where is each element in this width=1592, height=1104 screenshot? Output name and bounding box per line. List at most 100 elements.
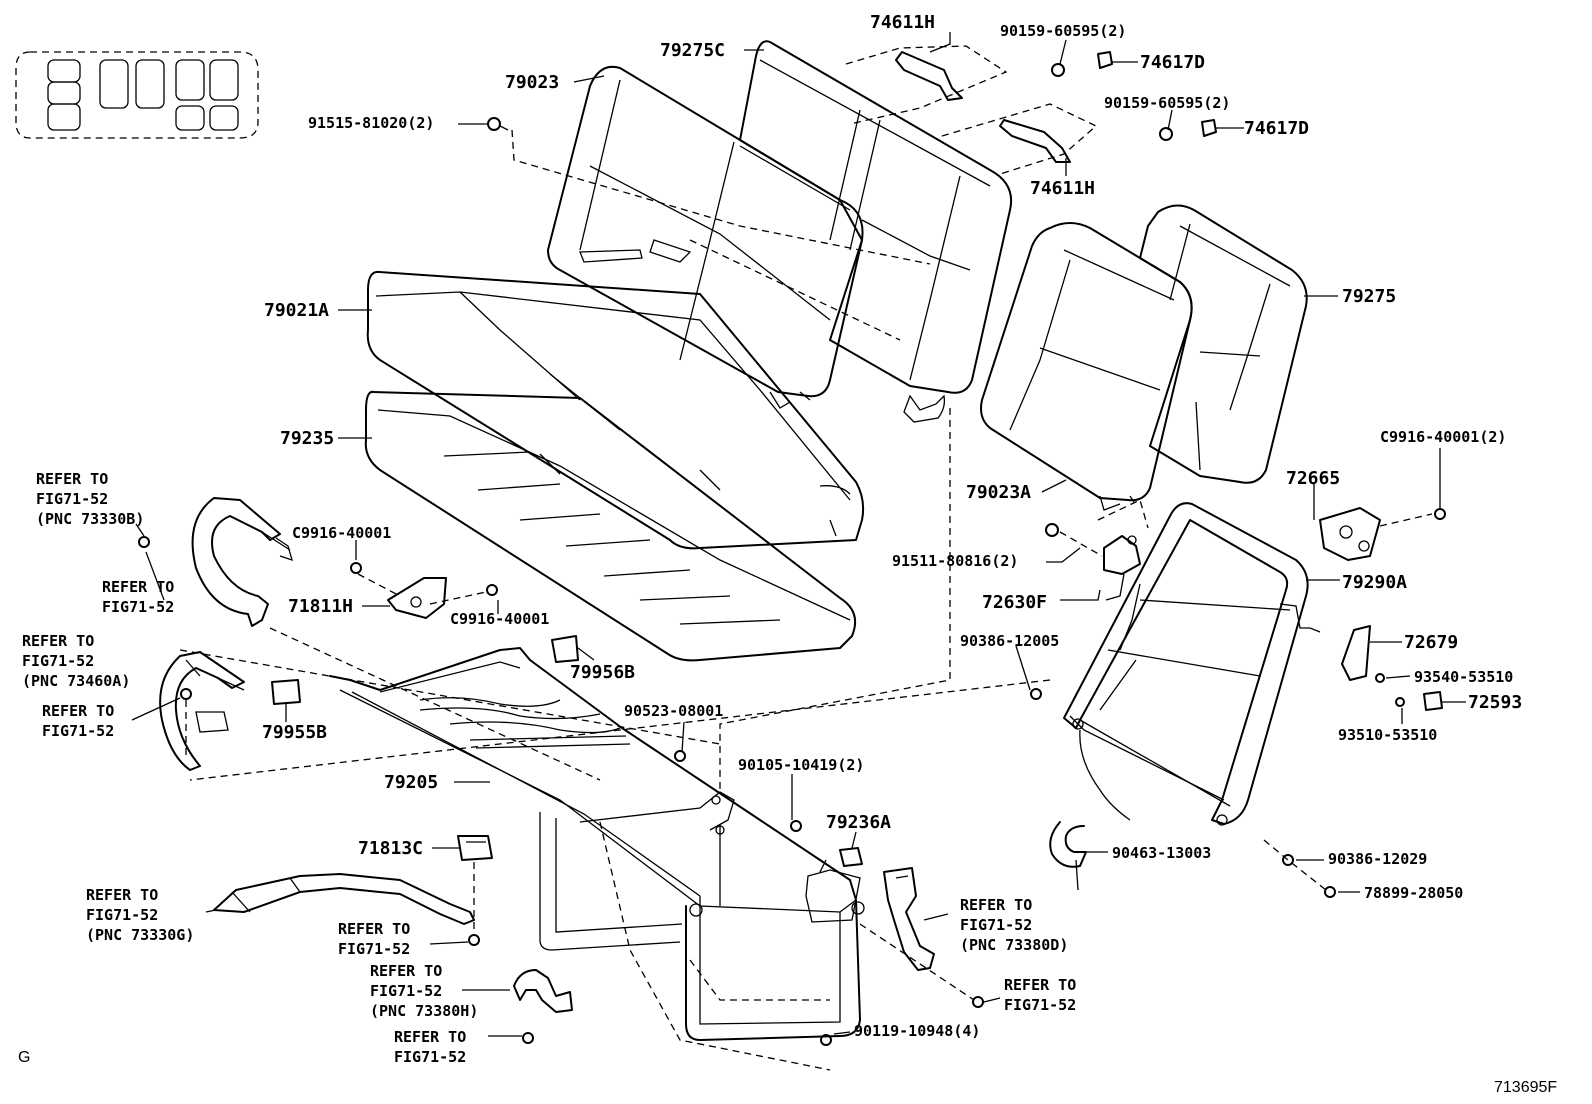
bolt-C9916-mid xyxy=(486,584,498,596)
nut-90523 xyxy=(674,750,686,762)
refer-9-line2: FIG71-52 xyxy=(960,916,1032,934)
label-90386-upper: 90386-12005 xyxy=(960,632,1059,650)
refer-1-line3: (PNC 73330B) xyxy=(36,510,144,528)
label-90523: 90523-08001 xyxy=(624,702,723,720)
label-79955B: 79955B xyxy=(262,722,327,743)
label-79023A: 79023A xyxy=(966,482,1031,503)
cover-79956B xyxy=(551,635,579,663)
label-74617D-upper: 74617D xyxy=(1140,52,1205,73)
bolt-91511 xyxy=(1045,523,1059,537)
seat-frame-79290A xyxy=(1063,502,1309,826)
clip-74617D-upper xyxy=(1097,51,1113,69)
label-C9916-mid: C9916-40001 xyxy=(450,610,549,628)
label-74611H-upper: 74611H xyxy=(870,12,935,33)
label-71813C: 71813C xyxy=(358,838,423,859)
refer-9-line1: REFER TO xyxy=(960,896,1032,914)
label-78899: 78899-28050 xyxy=(1364,884,1463,902)
label-90105: 90105-10419(2) xyxy=(738,756,864,774)
seat-belt-73460A xyxy=(159,651,245,771)
refer-5-line3: (PNC 73330G) xyxy=(86,926,194,944)
label-79956B: 79956B xyxy=(570,662,635,683)
guide-71811H xyxy=(387,577,447,619)
bolt-refer-4 xyxy=(522,1032,534,1044)
bolt-refer-5 xyxy=(972,996,984,1008)
seat-belt-73330G xyxy=(213,873,475,925)
label-72630F: 72630F xyxy=(982,592,1047,613)
label-79290A: 79290A xyxy=(1342,572,1407,593)
corner-mark-left: G xyxy=(18,1049,30,1066)
label-74611H-lower: 74611H xyxy=(1030,178,1095,199)
seat-belt-73330B xyxy=(191,497,293,627)
bolt-78899 xyxy=(1324,886,1336,898)
label-C9916-left: C9916-40001 xyxy=(292,524,391,542)
label-79235: 79235 xyxy=(280,428,334,449)
refer-4-line1: REFER TO xyxy=(42,702,114,720)
label-74617D-lower: 74617D xyxy=(1244,118,1309,139)
refer-8-line1: REFER TO xyxy=(394,1028,466,1046)
bolt-91515 xyxy=(487,117,509,131)
clip-74617D-lower xyxy=(1201,119,1217,137)
label-90386-lower: 90386-12029 xyxy=(1328,850,1427,868)
refer-7-line2: FIG71-52 xyxy=(370,982,442,1000)
refer-10-line1: REFER TO xyxy=(1004,976,1076,994)
refer-notes: REFER TO FIG71-52 (PNC 73330B) REFER TO … xyxy=(22,470,1076,1066)
bolt-90159-upper xyxy=(1051,63,1065,77)
cap-79236A xyxy=(839,847,863,867)
label-90159-upper: 90159-60595(2) xyxy=(1000,22,1126,40)
label-91515: 91515-81020(2) xyxy=(308,114,434,132)
bracket-74611H-upper xyxy=(895,51,963,101)
label-90159-lower: 90159-60595(2) xyxy=(1104,94,1230,112)
label-72665: 72665 xyxy=(1286,468,1340,489)
cover-72679 xyxy=(1341,625,1371,681)
refer-1-line2: FIG71-52 xyxy=(36,490,108,508)
label-93510: 93510-53510 xyxy=(1338,726,1437,744)
refer-3-line2: FIG71-52 xyxy=(22,652,94,670)
label-C9916-right: C9916-40001(2) xyxy=(1380,428,1506,446)
clip-90386-lower xyxy=(1282,854,1294,866)
refer-7-line3: (PNC 73380H) xyxy=(370,1002,478,1020)
label-79236A: 79236A xyxy=(826,812,891,833)
label-93540: 93540-53510 xyxy=(1414,668,1513,686)
label-72679: 72679 xyxy=(1404,632,1458,653)
vehicle-locator-icon xyxy=(15,51,259,139)
refer-5-line2: FIG71-52 xyxy=(86,906,158,924)
refer-1-line1: REFER TO xyxy=(36,470,108,488)
screw-93540 xyxy=(1375,673,1385,683)
cap-79955B xyxy=(271,679,301,705)
refer-10-line2: FIG71-52 xyxy=(1004,996,1076,1014)
refer-4-line2: FIG71-52 xyxy=(42,722,114,740)
bracket-74611H-lower xyxy=(999,119,1071,163)
bolt-C9916-left xyxy=(350,562,362,574)
illustration-code: 713695F xyxy=(1494,1079,1557,1096)
seat-back-79023 xyxy=(547,65,864,409)
screw-93510 xyxy=(1395,697,1405,707)
label-91511: 91511-80816(2) xyxy=(892,552,1018,570)
refer-2-line2: FIG71-52 xyxy=(102,598,174,616)
label-79275C: 79275C xyxy=(660,40,725,61)
leader-lines xyxy=(131,32,1466,1037)
refer-6-line2: FIG71-52 xyxy=(338,940,410,958)
bolt-90105 xyxy=(790,820,802,832)
refer-5-line1: REFER TO xyxy=(86,886,158,904)
seat-frame-79205 xyxy=(329,647,865,1041)
label-71811H: 71811H xyxy=(288,596,353,617)
seat-back-79023A xyxy=(980,222,1193,511)
refer-9-line3: (PNC 73380D) xyxy=(960,936,1068,954)
label-90119: 90119-10948(4) xyxy=(854,1022,980,1040)
bolt-90119 xyxy=(820,1034,832,1046)
seat-cushion-79235 xyxy=(364,390,856,662)
bolt-refer-1 xyxy=(138,536,150,548)
knob-72593 xyxy=(1423,691,1443,711)
refer-3-line1: REFER TO xyxy=(22,632,94,650)
seat-back-79275C xyxy=(739,40,1012,423)
part-labels: 74611H 90159-60595(2) 74617D 79275C 7902… xyxy=(262,12,1522,1040)
bolt-90159-lower xyxy=(1159,127,1173,141)
clip-90386-upper xyxy=(1030,688,1042,700)
refer-7-line1: REFER TO xyxy=(370,962,442,980)
label-79275: 79275 xyxy=(1342,286,1396,307)
clip-90463 xyxy=(1049,821,1087,891)
refer-3-line3: (PNC 73460A) xyxy=(22,672,130,690)
seat-cushion-79021A xyxy=(366,249,865,550)
